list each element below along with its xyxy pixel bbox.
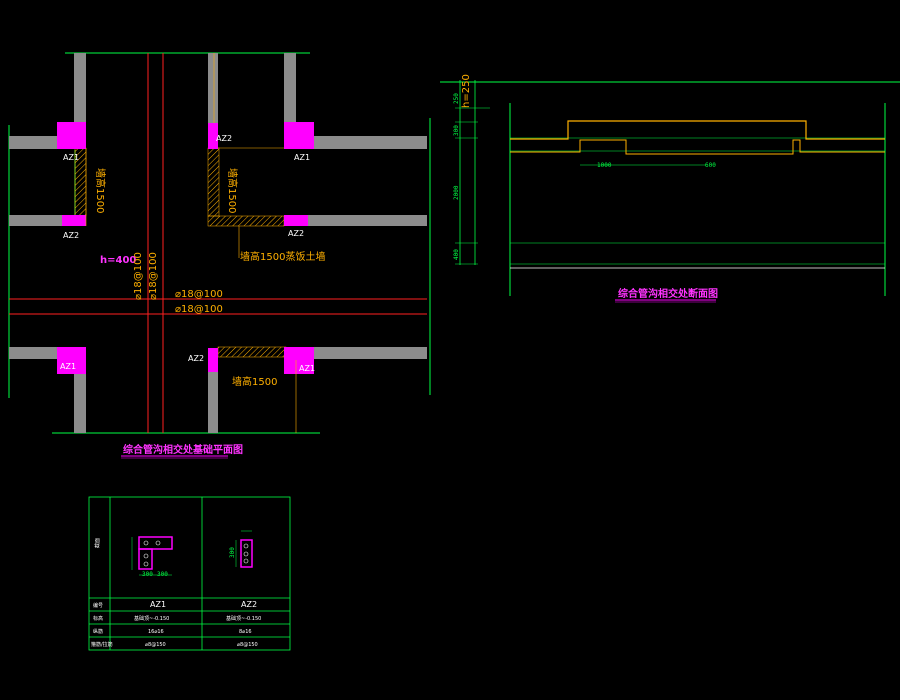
- wall-bl-vertical: [74, 373, 86, 433]
- table-side-header: 截面: [94, 538, 101, 548]
- section-dim-bottom-right: 600: [705, 162, 716, 169]
- hatch-bottom-wall: [217, 346, 287, 358]
- section-profile-top: [510, 120, 885, 140]
- wall-bc-vertical: [208, 360, 218, 433]
- label-rebar-h1: ⌀18@100: [175, 289, 223, 300]
- table-border: [88, 496, 291, 651]
- az1-web: [138, 548, 153, 570]
- az2-bar-1: [243, 543, 249, 549]
- wall-tr-horizontal: [314, 136, 427, 149]
- section-dim-label-4: 400: [453, 249, 460, 260]
- label-rebar-h2: ⌀18@100: [175, 304, 223, 315]
- section-title: 综合管沟相交处断面图: [618, 287, 718, 300]
- az1-bar-3: [143, 553, 149, 559]
- table-row1-col2: 基础顶~-0.150: [226, 615, 261, 622]
- section-view: 250 h=250 300 2000 400 1000 600 综合管沟相交处断…: [440, 74, 900, 303]
- column-table: 截面 300 300 300 编号 AZ1 AZ2 标高: [88, 496, 291, 651]
- az2-section-sketch: 300: [229, 530, 253, 568]
- az1-bar-4: [143, 561, 149, 567]
- table-row1-label: 标高: [93, 615, 103, 622]
- column-az1-br: [284, 347, 314, 374]
- label-az2-bc: AZ2: [188, 354, 204, 363]
- label-az1-tr: AZ1: [294, 153, 310, 162]
- label-az2-tr-bottom: AZ2: [288, 229, 304, 238]
- wall-tc-vertical: [208, 53, 218, 123]
- az2-bar-2: [243, 551, 249, 557]
- az1-section-sketch: 300 300: [131, 536, 173, 578]
- wall-mr-horizontal: [308, 215, 427, 226]
- column-az1-tr: [284, 122, 314, 149]
- plan-title: 综合管沟相交处基础平面图: [123, 443, 243, 456]
- label-h400: h=400: [100, 255, 136, 266]
- section-dim-label-0: 250: [453, 93, 460, 104]
- wall-tl-vertical: [74, 53, 86, 123]
- az1-dim-2: 300: [157, 571, 168, 578]
- table-row2-col2: 8⌀16: [239, 629, 252, 635]
- column-az2-bc: [208, 348, 218, 372]
- az1-bar-2: [155, 540, 161, 546]
- az2-dim: 300: [229, 547, 236, 558]
- wall-tr-vertical: [284, 53, 296, 123]
- label-az1-br: AZ1: [299, 364, 315, 373]
- table-row0-col1: AZ1: [150, 600, 166, 609]
- column-az1-bl: [57, 347, 86, 374]
- section-dim-label-2: 300: [453, 125, 460, 136]
- column-az1-tl: [57, 122, 86, 149]
- az2-body: [240, 539, 253, 568]
- az1-flange: [138, 536, 173, 550]
- label-rebar-v1: ⌀18@100: [133, 252, 144, 300]
- wall-ml-horizontal: [9, 215, 64, 226]
- section-dim-label-3: 2000: [453, 185, 460, 200]
- wall-bl-horizontal: [9, 347, 57, 359]
- label-wall-height-left: 墙高1500: [94, 168, 107, 213]
- section-profile-bottom: [510, 139, 885, 155]
- label-az2-tr-top: AZ2: [216, 134, 232, 143]
- table-row1-col1: 基础顶~-0.150: [134, 615, 169, 622]
- wall-br-horizontal: [314, 347, 427, 359]
- label-wall-height-right: 墙高1500: [226, 168, 239, 213]
- az2-bar-3: [243, 558, 249, 564]
- plan-view: AZ1 AZ2 AZ2 AZ1 AZ2 AZ1 AZ2 AZ1 墙高1500 墙…: [8, 52, 431, 459]
- table-row3-col1: ⌀8@150: [145, 642, 166, 648]
- label-wall-note: 墙高1500蒸饭土墙: [240, 250, 325, 263]
- hatch-center-wall: [207, 147, 220, 217]
- section-dim-bottom-left: 1000: [597, 162, 612, 169]
- column-az2-ml: [62, 215, 86, 226]
- az1-dim-1: 300: [142, 571, 153, 578]
- table-row3-label: 箍筋/拉筋: [91, 641, 113, 648]
- table-row0-label: 编号: [93, 602, 103, 609]
- label-az2-tl: AZ2: [63, 231, 79, 240]
- table-row2-col1: 16⌀16: [148, 629, 164, 635]
- label-wall-height-bottom: 墙高1500: [232, 375, 277, 388]
- column-az2-mr: [284, 215, 308, 226]
- table-row2-label: 纵筋: [93, 628, 103, 635]
- column-az2-tc: [208, 123, 218, 149]
- label-az1-bl: AZ1: [60, 362, 76, 371]
- table-row0-col2: AZ2: [241, 600, 257, 609]
- hatch-center-bottom-wall: [207, 215, 285, 227]
- label-az1-tl: AZ1: [63, 153, 79, 162]
- az1-bar-1: [143, 540, 149, 546]
- section-dim-label-1: h=250: [461, 74, 472, 108]
- label-rebar-v2: ⌀18@100: [148, 252, 159, 300]
- wall-tl-horizontal: [9, 136, 57, 149]
- table-row3-col2: ⌀8@150: [237, 642, 258, 648]
